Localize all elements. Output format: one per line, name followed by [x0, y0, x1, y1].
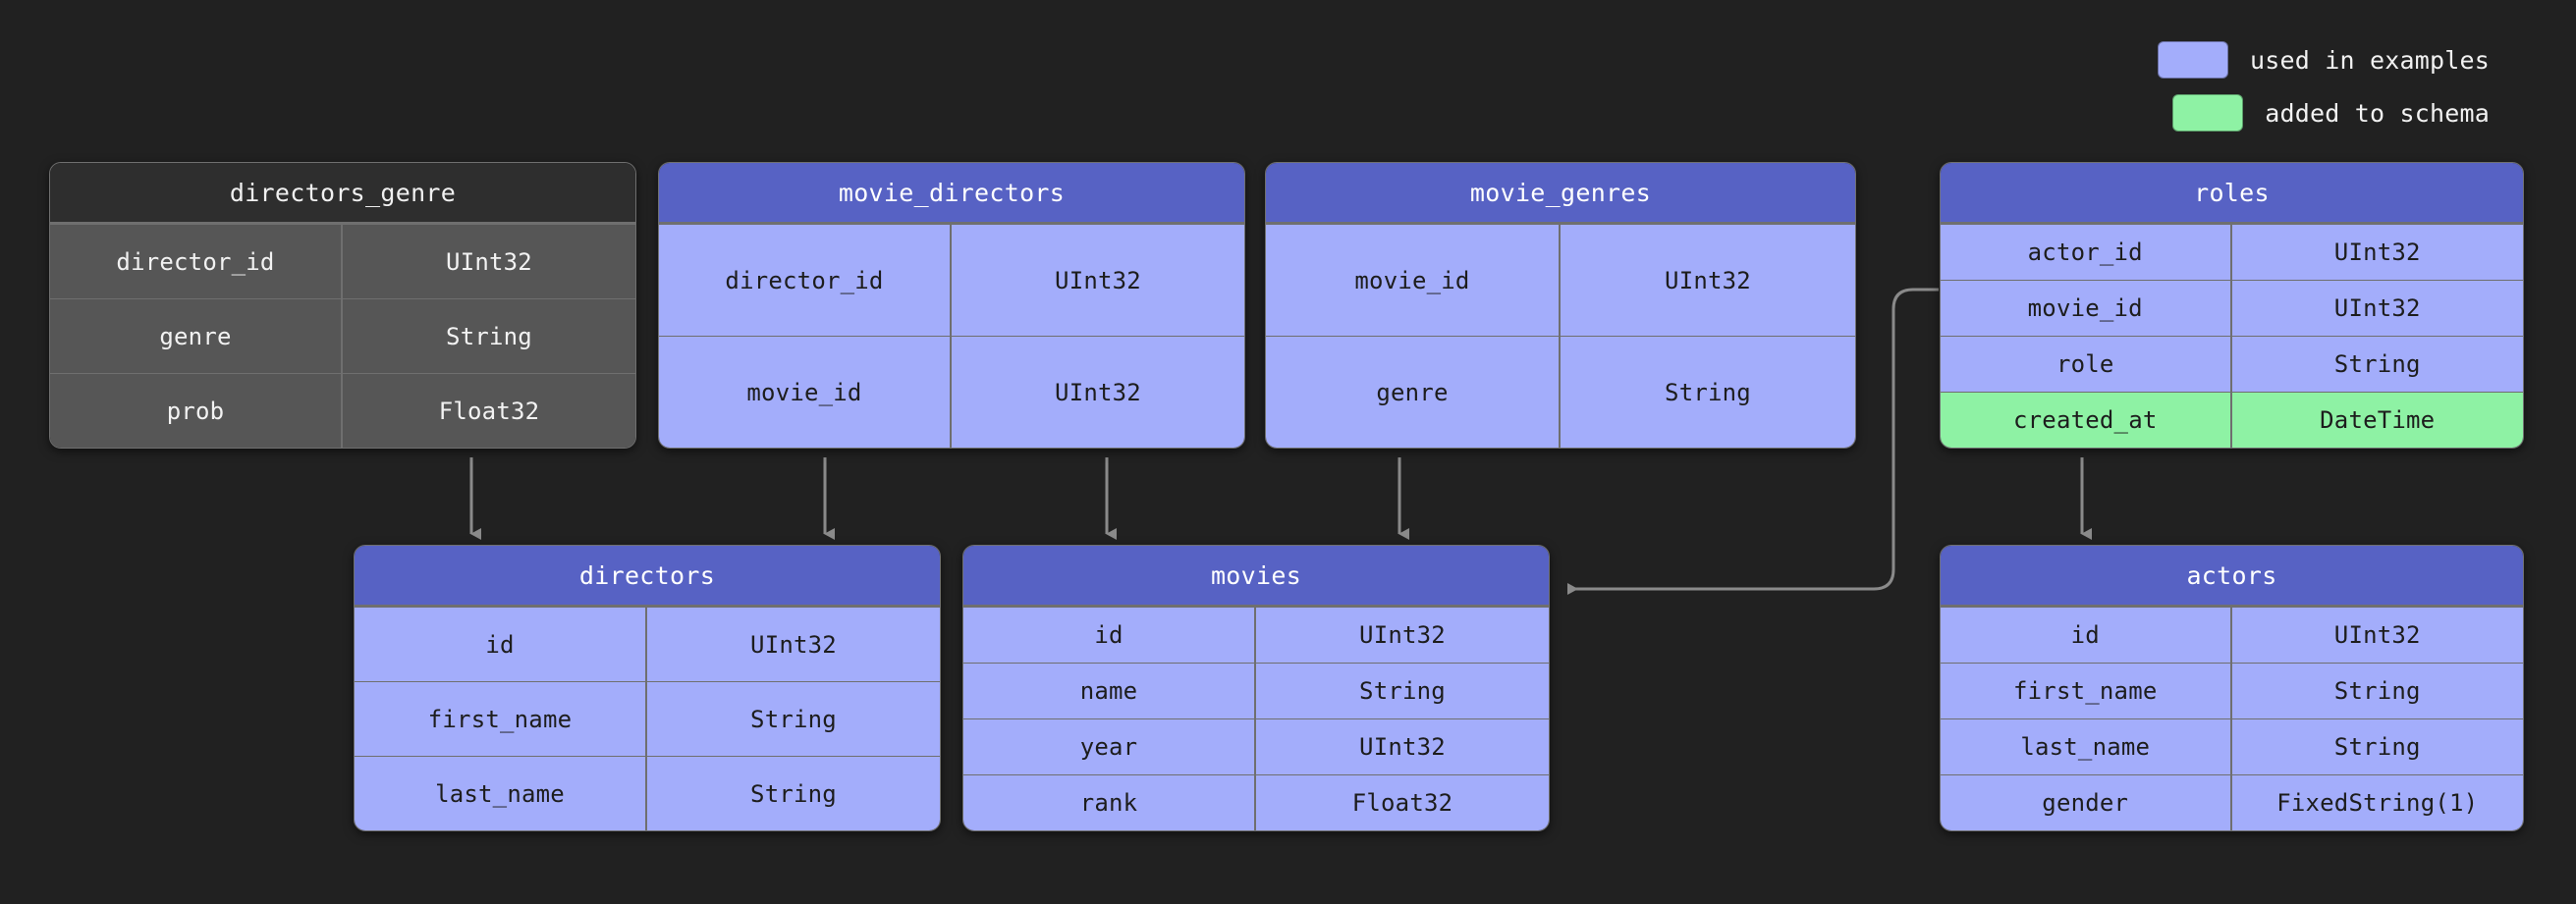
legend-label-added-to-schema: added to schema	[2265, 98, 2490, 128]
clipped-bottom-text	[0, 895, 2576, 904]
column-type-cell: FixedString(1)	[2276, 789, 2479, 817]
table-row[interactable]: genre String	[50, 298, 635, 373]
column-name-cell: id	[355, 608, 647, 681]
column-name-cell: prob	[50, 374, 343, 448]
column-name-cell: id	[963, 608, 1256, 663]
column-type-cell: UInt32	[2333, 294, 2421, 322]
column-name-cell: last_name	[1941, 719, 2232, 774]
column-type-cell: UInt32	[1359, 733, 1446, 761]
column-name-cell: first_name	[355, 682, 647, 756]
table-row[interactable]: movie_id UInt32	[1941, 280, 2523, 336]
table-row[interactable]: last_name String	[1941, 718, 2523, 774]
column-type-cell: UInt32	[2333, 239, 2421, 266]
table-row[interactable]: first_name String	[1941, 663, 2523, 718]
column-name-cell: actor_id	[1941, 225, 2232, 280]
column-type-cell: Float32	[1351, 789, 1453, 817]
table-header-movie_genres: movie_genres	[1266, 163, 1855, 224]
table-row[interactable]: movie_id UInt32	[659, 336, 1244, 448]
column-name-cell: created_at	[1941, 393, 2232, 448]
table-header-roles: roles	[1941, 163, 2523, 224]
table-row[interactable]: id UInt32	[963, 607, 1549, 663]
column-name-cell: last_name	[355, 757, 647, 830]
column-name-cell: movie_id	[1266, 225, 1561, 336]
column-type-cell: String	[1665, 378, 1751, 406]
legend-item-used-in-examples: used in examples	[2157, 41, 2490, 79]
table-row[interactable]: id UInt32	[1941, 607, 2523, 663]
column-type-cell: UInt32	[750, 630, 837, 659]
table-row[interactable]: name String	[963, 663, 1549, 718]
table-header-movie_directors: movie_directors	[659, 163, 1244, 224]
table-header-directors: directors	[355, 546, 940, 607]
table-row[interactable]: director_id UInt32	[50, 224, 635, 298]
column-type-cell: Float32	[438, 397, 540, 425]
table-row[interactable]: gender FixedString(1)	[1941, 774, 2523, 830]
table-row[interactable]: last_name String	[355, 756, 940, 830]
column-type-cell: UInt32	[2333, 621, 2421, 649]
legend-label-used-in-examples: used in examples	[2249, 45, 2490, 75]
column-type-cell: UInt32	[1665, 266, 1751, 294]
column-type-cell: String	[750, 705, 837, 733]
table-row[interactable]: first_name String	[355, 681, 940, 756]
column-name-cell: year	[963, 719, 1256, 774]
column-type-cell: DateTime	[2320, 406, 2436, 434]
table-row[interactable]: prob Float32	[50, 373, 635, 448]
column-name-cell: movie_id	[1941, 281, 2232, 336]
column-name-cell: id	[1941, 608, 2232, 663]
column-type-cell: String	[2333, 733, 2421, 761]
column-name-cell: director_id	[50, 225, 343, 298]
legend-item-added-to-schema: added to schema	[2172, 94, 2490, 132]
column-type-cell: String	[2333, 677, 2421, 705]
table-header-actors: actors	[1941, 546, 2523, 607]
column-name-cell: director_id	[659, 225, 952, 336]
column-name-cell: rank	[963, 775, 1256, 830]
table-row[interactable]: director_id UInt32	[659, 224, 1244, 336]
legend-swatch-added-to-schema	[2172, 94, 2244, 132]
legend-swatch-used-in-examples	[2157, 41, 2228, 79]
column-type-cell: String	[1359, 677, 1446, 705]
column-name-cell: first_name	[1941, 664, 2232, 718]
table-row[interactable]: movie_id UInt32	[1266, 224, 1855, 336]
table-row[interactable]: created_at DateTime	[1941, 392, 2523, 448]
column-name-cell: gender	[1941, 775, 2232, 830]
column-type-cell: UInt32	[1359, 621, 1446, 649]
legend: used in examples added to schema	[2157, 41, 2490, 132]
column-type-cell: String	[2333, 350, 2421, 378]
table-row[interactable]: role String	[1941, 336, 2523, 392]
column-name-cell: genre	[50, 299, 343, 373]
table-row[interactable]: id UInt32	[355, 607, 940, 681]
table-row[interactable]: genre String	[1266, 336, 1855, 448]
column-name-cell: movie_id	[659, 337, 952, 448]
column-type-cell: String	[750, 779, 837, 808]
column-name-cell: genre	[1266, 337, 1561, 448]
table-row[interactable]: year UInt32	[963, 718, 1549, 774]
column-type-cell: UInt32	[1055, 378, 1141, 406]
column-name-cell: role	[1941, 337, 2232, 392]
table-header-movies: movies	[963, 546, 1549, 607]
table-row[interactable]: actor_id UInt32	[1941, 224, 2523, 280]
table-row[interactable]: rank Float32	[963, 774, 1549, 830]
column-type-cell: String	[446, 322, 532, 350]
column-type-cell: UInt32	[1055, 266, 1141, 294]
column-type-cell: UInt32	[446, 247, 532, 276]
column-name-cell: name	[963, 664, 1256, 718]
table-header-directors_genre: directors_genre	[50, 163, 635, 224]
